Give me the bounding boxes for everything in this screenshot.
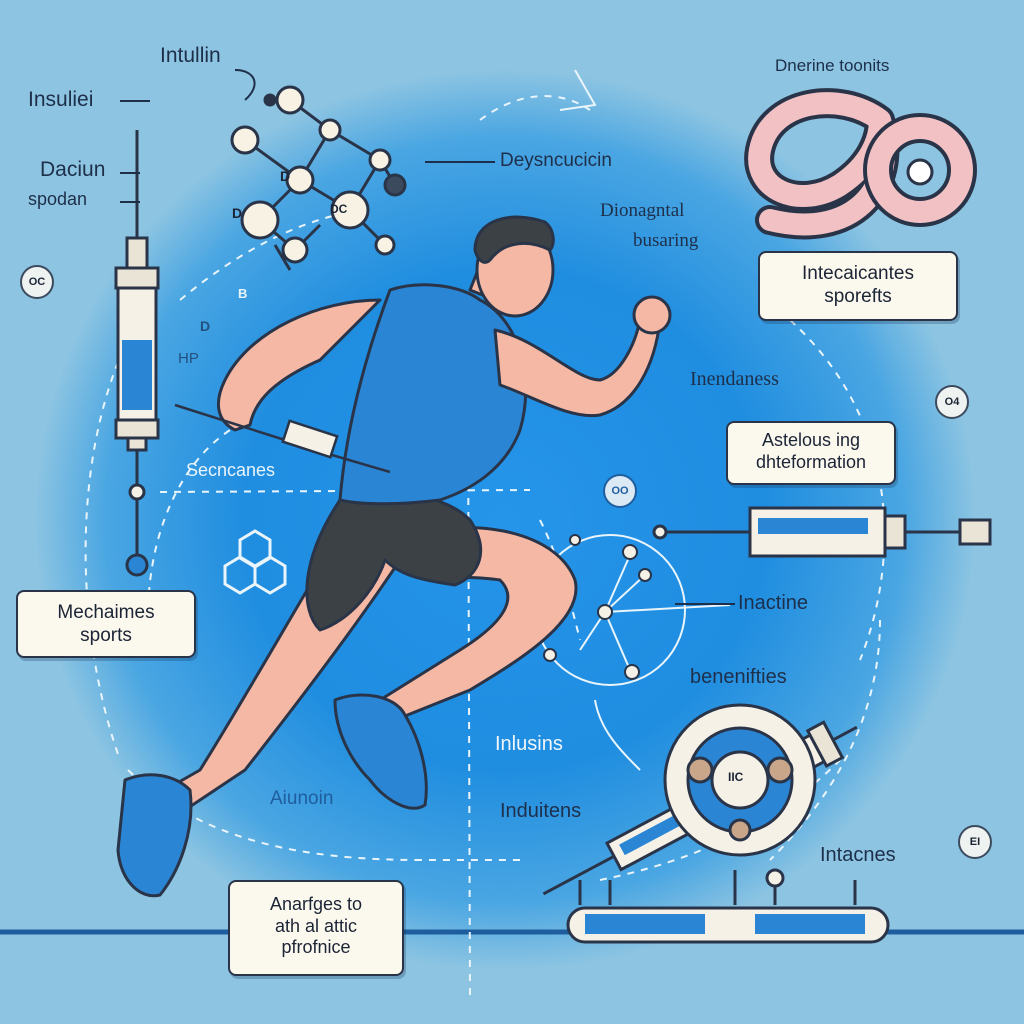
label-busaring: busaring	[633, 230, 699, 251]
gear-graphic	[663, 703, 817, 857]
label-insuliei: Insuliei	[28, 88, 94, 111]
box-anarfges-line1: Anarfges to	[269, 894, 363, 914]
box-mechaimes: Mechaimes sports	[16, 590, 196, 658]
label-spodan: spodan	[28, 189, 88, 209]
badge-oo: OO	[603, 474, 637, 508]
big-number-graphic	[744, 88, 977, 240]
box-astelous: Astelous ing dhteformation	[726, 421, 896, 485]
label-aiunoin: Aiunoin	[270, 788, 334, 809]
molecule-letter-dc: DC	[330, 202, 348, 216]
molecule-letter-b: B	[238, 286, 248, 301]
label-intacnes: Intacnes	[820, 844, 896, 866]
box-anarfges: Anarfges to ath al attic pfrofnice	[228, 880, 404, 976]
box-intecaicantes-line1: Intecaicantes	[802, 263, 914, 284]
runner-figure	[116, 215, 672, 898]
label-inactine: Inactine	[738, 592, 809, 614]
hexagon-icon	[223, 529, 287, 595]
badge-ei: EI	[958, 825, 992, 859]
capsule-tube	[566, 868, 890, 944]
label-deysncucicin: Deysncucicin	[500, 150, 612, 171]
label-inlusins: Inlusins	[495, 733, 563, 755]
box-astelous-line2: dhteformation	[755, 451, 867, 472]
gear-label: IIC	[728, 770, 744, 784]
syringe-vertical	[114, 130, 160, 577]
label-hp: HP	[178, 350, 199, 367]
box-anarfges-line3: pfrofnice	[281, 937, 351, 958]
molecule-diagram	[230, 85, 407, 271]
label-inendaness: Inendaness	[690, 368, 779, 390]
box-intecaicantes-line2: sporefts	[824, 285, 892, 307]
box-astelous-line1: Astelous ing	[761, 430, 861, 450]
molecule-letter-d: D	[280, 168, 291, 184]
box-mechaimes-line1: Mechaimes	[57, 602, 155, 623]
label-dnerine-toonits: Dnerine toonits	[775, 56, 890, 75]
label-secncanes: Secncanes	[186, 460, 276, 480]
node-network	[543, 534, 731, 680]
badge-oc: OC	[20, 265, 54, 299]
label-benenifties: benenifties	[690, 666, 787, 688]
molecule-letter-d: D	[200, 318, 211, 334]
label-daciun: Daciun	[40, 158, 106, 181]
label-induitens: Induitens	[500, 800, 582, 822]
label-dionagntal: Dionagntal	[600, 200, 685, 221]
box-intecaicantes: Intecaicantes sporefts	[758, 251, 958, 321]
badge-o4: O4	[935, 385, 969, 419]
pen-graphic	[174, 403, 391, 474]
syringe-horizontal	[652, 506, 992, 558]
molecule-letter-d: D	[232, 205, 243, 221]
box-mechaimes-line2: sports	[80, 624, 132, 646]
leader-lines	[120, 69, 735, 605]
box-anarfges-line2: ath al attic	[274, 915, 358, 936]
label-intullin: Intullin	[160, 44, 221, 67]
